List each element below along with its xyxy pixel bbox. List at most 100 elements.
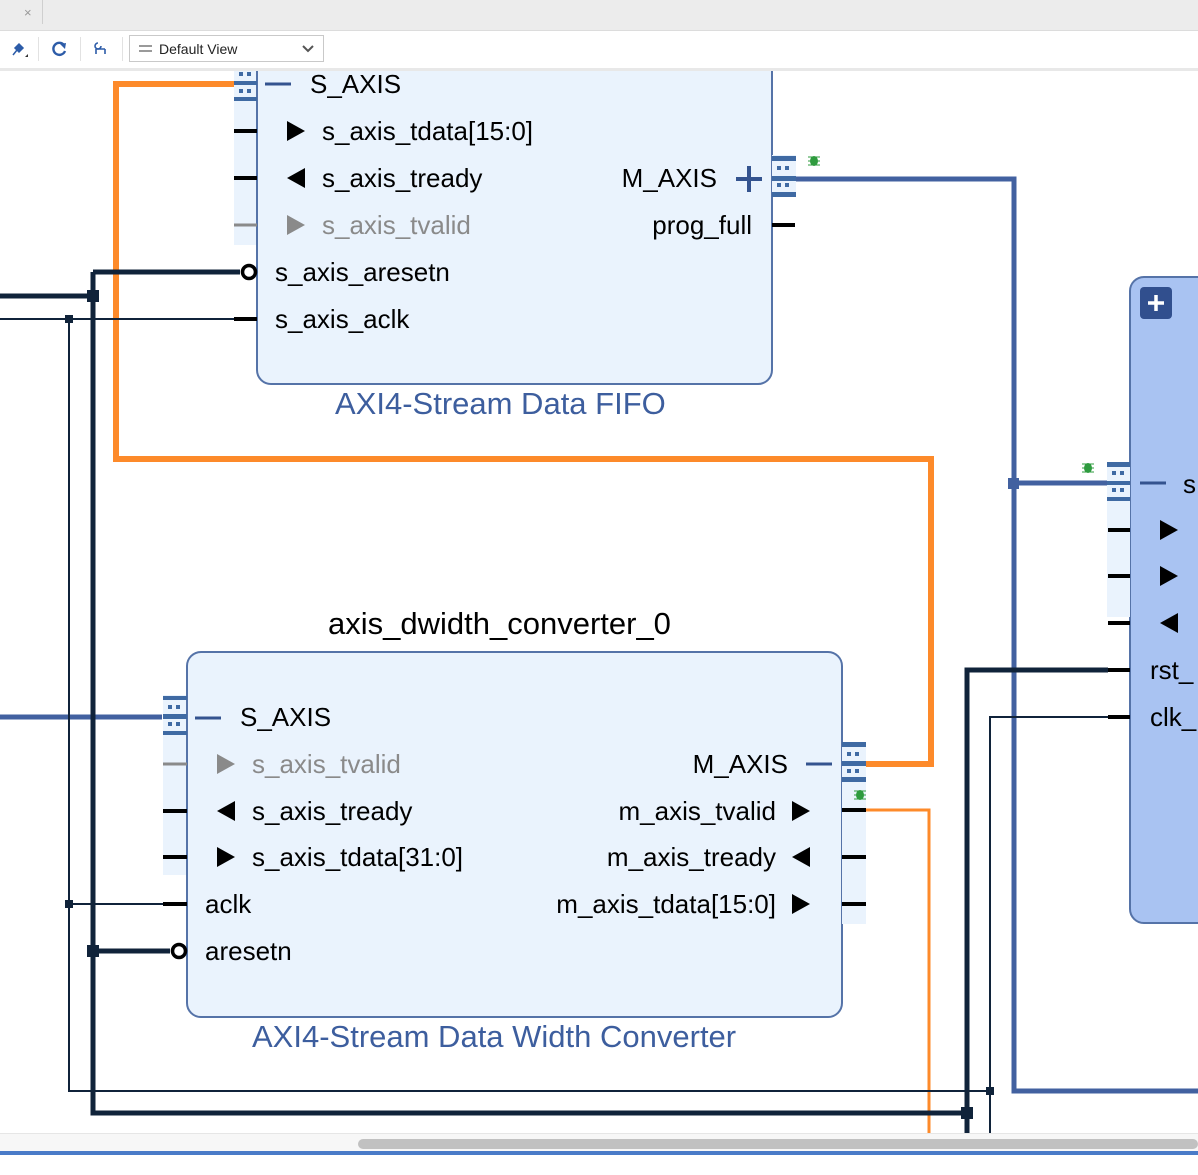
port-label: s_axis_tdata[15:0] xyxy=(322,116,534,146)
bus-port-dot xyxy=(777,166,781,170)
bus-port-bar xyxy=(842,742,866,747)
active-low-bubble xyxy=(240,263,258,281)
bus-port-dot xyxy=(1112,488,1116,492)
bus-port-dot xyxy=(176,722,180,726)
pin-button[interactable] xyxy=(6,37,30,61)
scrollbar-thumb[interactable] xyxy=(358,1139,1198,1149)
output-arrow-icon xyxy=(217,801,235,821)
bus-port-dot xyxy=(247,72,251,76)
toolbar-divider xyxy=(38,37,39,61)
input-arrow-icon xyxy=(792,847,810,867)
bus-port-bar xyxy=(772,176,796,181)
bus-port-dot xyxy=(239,89,243,93)
bus-port-dot xyxy=(855,769,859,773)
bus-port-dot xyxy=(168,705,172,709)
wire-junction xyxy=(961,1107,973,1119)
port-stubs xyxy=(163,809,187,906)
bus-port-bar xyxy=(1107,481,1130,485)
bus-port-bar xyxy=(842,761,866,766)
toolbar-border xyxy=(0,68,1198,71)
bus-port-dot xyxy=(777,183,781,187)
footer-area xyxy=(0,1155,1198,1175)
wire-reset-net[interactable] xyxy=(0,269,1108,1133)
bus-port-dot xyxy=(1120,471,1124,475)
wire-fifo-maxis-to-hier[interactable] xyxy=(796,176,1198,1094)
diagram-toolbar: Default View xyxy=(0,31,1198,68)
view-select[interactable]: Default View xyxy=(129,35,324,62)
bus-port-dot xyxy=(1120,488,1124,492)
fifo-block-body[interactable] xyxy=(256,71,773,385)
chevron-down-icon xyxy=(302,45,314,53)
input-arrow-icon xyxy=(1160,566,1178,586)
port-label: prog_full xyxy=(652,210,752,240)
wire-junction xyxy=(65,315,73,323)
bus-port-bar xyxy=(163,714,187,719)
port-label: M_AXIS xyxy=(621,163,717,193)
input-arrow-icon xyxy=(217,847,235,867)
refresh-icon xyxy=(52,41,67,57)
bus-port-bar xyxy=(163,731,187,735)
fifo-block-title: AXI4-Stream Data FIFO xyxy=(335,386,666,421)
tab-bar: × xyxy=(0,0,1198,31)
block-diagram-canvas[interactable]: S_AXIS s_axis_tdata[15:0] s_axis_tready … xyxy=(0,71,1198,1133)
port-label: rst_ xyxy=(1150,655,1194,685)
regenerate-layout-icon xyxy=(94,42,106,54)
converter-instance-name: axis_dwidth_converter_0 xyxy=(328,606,671,641)
port-label: m_axis_tdata[15:0] xyxy=(556,889,776,919)
debug-bug-icon xyxy=(854,790,866,800)
input-arrow-icon xyxy=(217,754,235,774)
port-label: aresetn xyxy=(205,936,292,966)
port-stubs xyxy=(842,808,866,906)
bus-port-dot xyxy=(847,752,851,756)
port-label: M_AXIS xyxy=(692,749,788,779)
bus-port-bar xyxy=(234,81,257,85)
toolbar-divider xyxy=(80,37,81,61)
port-label: S_AXIS xyxy=(310,71,402,99)
bus-port-bar xyxy=(772,156,796,161)
horizontal-scrollbar[interactable] xyxy=(0,1133,1198,1152)
wire-junction xyxy=(65,900,73,908)
port-label: clk_ xyxy=(1150,702,1197,732)
port-label: s_axis_tready xyxy=(252,796,413,826)
port-label: S_AXIS xyxy=(240,702,332,732)
tab-divider xyxy=(42,0,43,24)
port-label: s_axis_tready xyxy=(322,163,483,193)
port-label: s_axis_aresetn xyxy=(275,257,450,287)
bus-port-bar xyxy=(1107,462,1130,467)
wire-junction xyxy=(87,290,99,302)
wire-clock-net[interactable] xyxy=(0,318,1108,1133)
fifo-left-port-strip xyxy=(234,71,257,245)
debug-bug-icon xyxy=(1082,463,1094,473)
hier-port-strip xyxy=(1107,462,1130,617)
input-arrow-icon xyxy=(287,215,305,235)
bus-port-dot xyxy=(847,769,851,773)
bus-port-dot xyxy=(168,722,172,726)
bus-port-dot xyxy=(176,705,180,709)
active-low-bubble xyxy=(170,942,188,960)
port-label: s xyxy=(1183,469,1196,499)
port-stubs xyxy=(234,129,257,180)
refresh-button[interactable] xyxy=(47,37,71,61)
bus-port-dot xyxy=(785,183,789,187)
port-label: s_axis_aclk xyxy=(275,304,410,334)
debug-bug-icon xyxy=(808,156,820,166)
list-icon xyxy=(139,45,152,53)
bus-port-dot xyxy=(239,72,243,76)
panel-bottom-accent xyxy=(0,1151,1198,1155)
port-label: m_axis_tvalid xyxy=(618,796,776,826)
bus-port-bar xyxy=(842,777,866,782)
regenerate-layout-button[interactable] xyxy=(89,37,113,61)
output-arrow-icon xyxy=(792,801,810,821)
diagram-svg xyxy=(0,71,1198,1133)
port-label: aclk xyxy=(205,889,252,919)
converter-block-title: AXI4-Stream Data Width Converter xyxy=(252,1019,737,1054)
wire-junction xyxy=(986,1087,994,1095)
bus-port-dot xyxy=(247,89,251,93)
expand-bus-icon[interactable] xyxy=(736,166,762,192)
debug-net-tvalid[interactable] xyxy=(865,808,931,1133)
debug-net-maxis[interactable] xyxy=(113,81,934,767)
hier-block-body[interactable] xyxy=(1129,276,1198,924)
close-tab-icon[interactable]: × xyxy=(24,5,32,20)
pin-icon xyxy=(12,42,28,57)
output-arrow-icon xyxy=(792,894,810,914)
